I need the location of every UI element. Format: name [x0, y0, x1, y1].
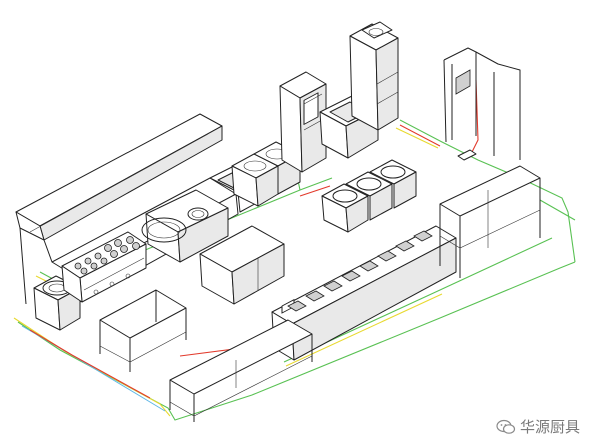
wok-range	[141, 189, 229, 263]
watermark: 华源厨具	[496, 416, 580, 437]
work-table-left	[99, 289, 187, 372]
burner-grid	[74, 236, 140, 275]
center-cabinet	[199, 225, 285, 305]
bain-marie-wells	[281, 230, 433, 314]
stock-pot-stove	[33, 275, 81, 331]
wechat-icon	[496, 419, 516, 435]
burner-range	[61, 231, 147, 303]
kettle-2	[345, 171, 393, 221]
work-table-right	[439, 165, 541, 278]
kettle-3	[369, 159, 417, 209]
combi-oven-tower	[279, 71, 327, 173]
prep-sink-counter	[319, 95, 379, 159]
door-frame	[443, 47, 521, 161]
front-shelving	[169, 319, 313, 422]
exhaust-hood	[15, 113, 223, 305]
steam-kettles	[321, 159, 417, 233]
refrigerator-tower	[349, 21, 399, 131]
watermark-text: 华源厨具	[519, 418, 580, 436]
kettle-1	[321, 183, 369, 233]
